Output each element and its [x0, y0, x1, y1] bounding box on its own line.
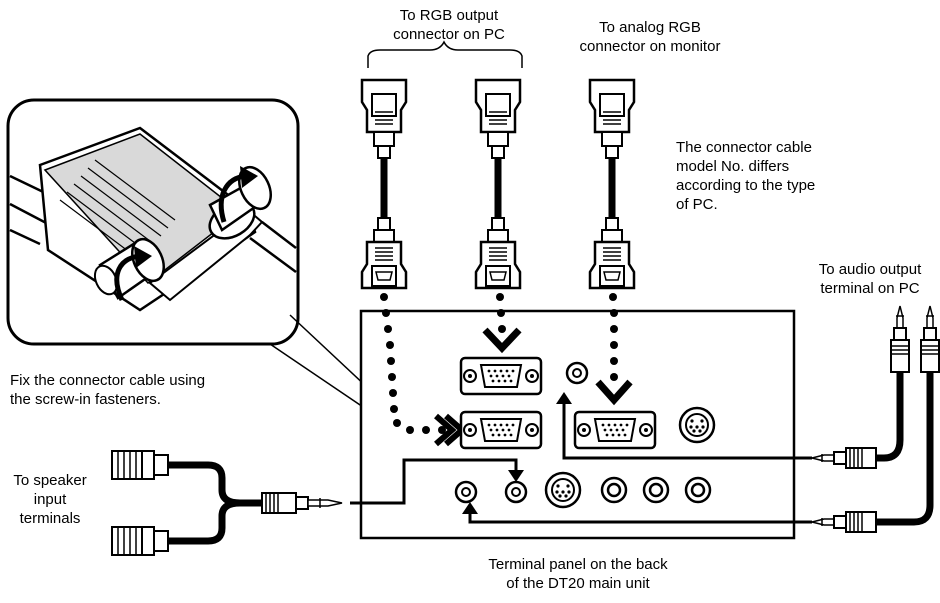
label-audio-output-pc: To audio output terminal on PC: [818, 261, 922, 297]
vga-connector-icon: [360, 78, 408, 290]
d-sub-port-icon: [459, 410, 543, 450]
audio-jack-icon: [504, 480, 528, 504]
arrow-head-icon: [482, 327, 522, 354]
audio-jack-icon: [565, 361, 589, 385]
pc-connector-bracket: [367, 40, 523, 68]
dotted-path-left: [380, 293, 446, 434]
rca-jack-icon: [684, 476, 712, 504]
mini-din-port-icon: [678, 406, 716, 444]
stereo-mini-plug-icon: [261, 492, 343, 514]
rca-jack-icon: [642, 476, 670, 504]
arrow-head-icon: [595, 379, 633, 406]
d-sub-port-icon: [573, 410, 657, 450]
label-analog-rgb-monitor: To analog RGB connector on monitor: [579, 19, 721, 55]
stereo-mini-plug-icon: [890, 305, 910, 373]
screw-arrow-icon: [218, 166, 258, 223]
dotted-path-middle: [496, 293, 506, 333]
label-rgb-output-pc: To RGB output connector on PC: [393, 7, 505, 43]
speaker-cable: [168, 499, 241, 545]
inset-illustration: [6, 98, 401, 433]
stereo-mini-plug-icon: [920, 305, 940, 373]
audio-line-upper: [562, 396, 812, 460]
d-sub-port-icon: [459, 356, 543, 396]
s-video-port-icon: [544, 471, 582, 509]
rca-plug-icon: [111, 450, 169, 480]
screw-arrow-icon: [114, 246, 152, 302]
vga-connector-icon: [588, 78, 636, 290]
speaker-line: [350, 458, 518, 505]
rca-jack-icon: [600, 476, 628, 504]
vga-connector-icon: [474, 78, 522, 290]
audio-cable: [876, 372, 904, 462]
rca-plug-icon: [111, 526, 169, 556]
label-terminal-panel: Terminal panel on the back of the DT20 m…: [488, 556, 668, 592]
dotted-path-right: [609, 293, 618, 381]
audio-cable: [876, 372, 934, 526]
speaker-cable: [168, 461, 262, 507]
label-speaker-input: To speaker input terminals: [13, 472, 87, 527]
stereo-mini-plug-icon: [811, 511, 877, 533]
stereo-mini-plug-icon: [811, 447, 877, 469]
label-fix-cable: Fix the connector cable using the screw-…: [10, 372, 206, 408]
audio-jack-icon: [454, 480, 478, 504]
label-cable-model-note: The connector cable model No. differs ac…: [676, 139, 816, 213]
